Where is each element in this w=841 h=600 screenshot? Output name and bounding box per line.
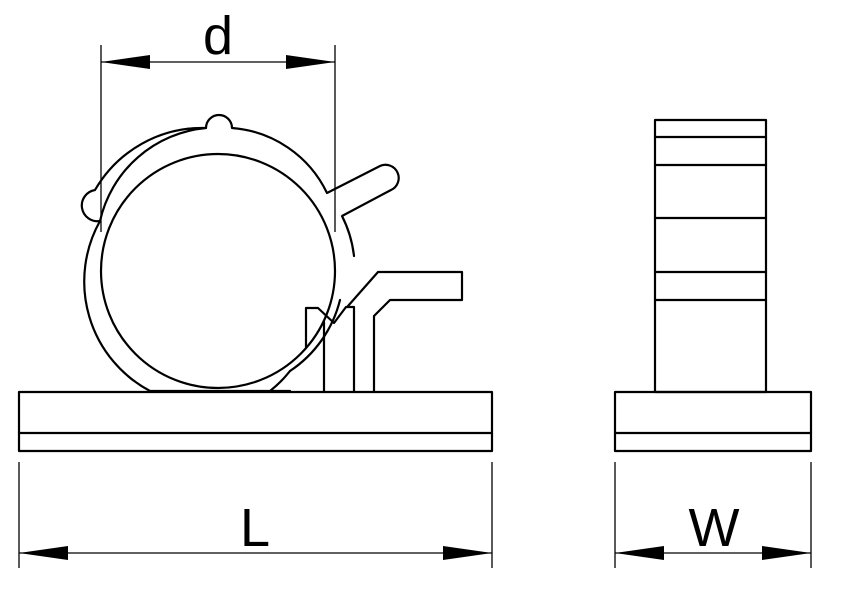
latch-arm [346,270,464,394]
front-view: d L [17,6,494,568]
clip-ring-bottom [148,369,292,393]
dimension-w: W [614,462,812,568]
release-tab [326,163,400,217]
dimension-w-arrow-left [615,546,664,560]
dimension-d-label: d [203,6,233,66]
side-clip-column [653,118,768,394]
clip-ring-left [83,219,152,393]
dimension-w-arrow-right [762,546,811,560]
dimension-l-label: L [240,498,270,558]
cable-circle [99,152,337,390]
dimension-l: L [18,462,493,568]
locking-post [304,305,356,394]
dimension-w-label: W [689,498,740,558]
dimension-d: d [100,6,336,232]
dimension-d-arrow-right [286,55,335,69]
dimension-d-arrow-left [101,55,150,69]
side-view: W [613,118,813,568]
front-base-plate [17,390,494,453]
dimension-l-arrow-right [443,546,492,560]
clip-ring-outer [80,113,356,373]
side-base-plate [613,390,813,453]
dimension-l-arrow-left [19,546,68,560]
